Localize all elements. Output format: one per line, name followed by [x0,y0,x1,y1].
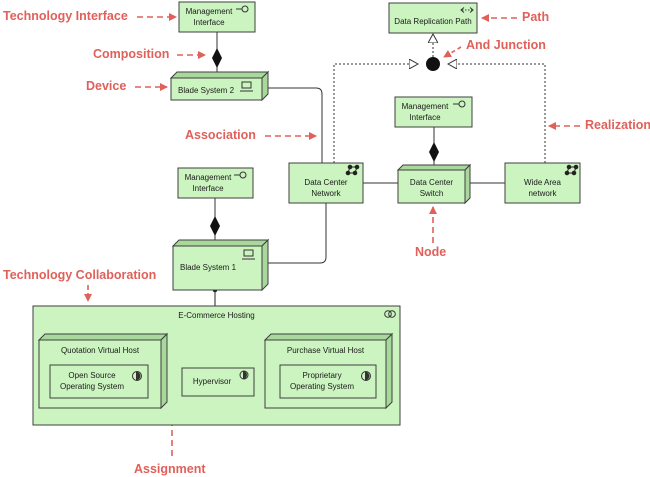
system-software-icon [132,371,142,381]
hypervisor-box [181,367,255,397]
annotation-technology-collaboration: Technology Collaboration [3,268,157,282]
association-line-bs2 [262,87,323,163]
blade-system-2-label: Blade System 2 [177,86,235,95]
annotation-composition: Composition [93,47,170,61]
interface-icon [453,100,466,108]
data-center-switch-label: Data Center Switch [409,178,454,198]
open-source-os-box [49,364,149,399]
realization-from-wan [448,64,546,163]
network-icon [564,164,579,176]
association-line-bs1 [263,203,327,264]
annotation-device: Device [86,79,127,93]
annotation-assignment: Assignment [134,462,206,476]
annotation-technology-interface: Technology Interface [3,9,128,23]
annotation-association: Association [185,128,256,142]
management-interface-label: Management Interface [401,102,449,122]
wide-area-network-label: Wide Area network [524,178,561,198]
open-source-os-label: Open Source Operating System [59,371,125,391]
blade-system-1-box [171,238,270,292]
mgmt-interface-mid-box [177,167,254,199]
purchase-virtual-host-label: Purchase Virtual Host [286,346,365,355]
system-software-icon [239,370,249,380]
interface-icon [234,171,247,179]
device-icon [242,249,255,260]
composition-diamond-mid [210,216,220,236]
data-center-switch-box [396,163,472,205]
wide-area-network-box [504,162,581,204]
annotation-realization: Realization [585,118,650,132]
blade-system-1-label: Blade System 1 [179,263,237,272]
data-center-network-label: Data Center Network [304,178,348,198]
path-icon [460,7,474,13]
network-icon [345,164,360,176]
management-interface-label: Management Interface [185,7,233,27]
collaboration-icon [384,310,396,318]
management-interface-label: Management Interface [184,173,232,193]
annotation-path: Path [522,10,550,24]
annotation-node: Node [415,245,447,259]
interface-icon [236,5,249,13]
system-software-icon [361,371,371,381]
realization-from-network [333,64,418,163]
and-junction [426,57,440,71]
ecommerce-hosting-label: E-Commerce Hosting [178,311,255,320]
blade-system-2-box [169,70,270,102]
composition-diamond-top [212,48,222,68]
device-icon [240,81,253,92]
quotation-virtual-host-label: Quotation Virtual Host [60,346,140,355]
composition-diamond-right [429,142,439,162]
annotation-and-junction: And Junction [466,38,546,52]
hypervisor-label: Hypervisor [192,377,232,386]
proprietary-os-label: Proprietary Operating System [289,371,355,391]
ann-arrow-and-junction [443,46,462,58]
data-center-network-box [288,162,364,204]
data-replication-path-label: Data Replication Path [394,17,472,26]
proprietary-os-box [279,364,377,399]
data-replication-path-box [388,2,478,34]
